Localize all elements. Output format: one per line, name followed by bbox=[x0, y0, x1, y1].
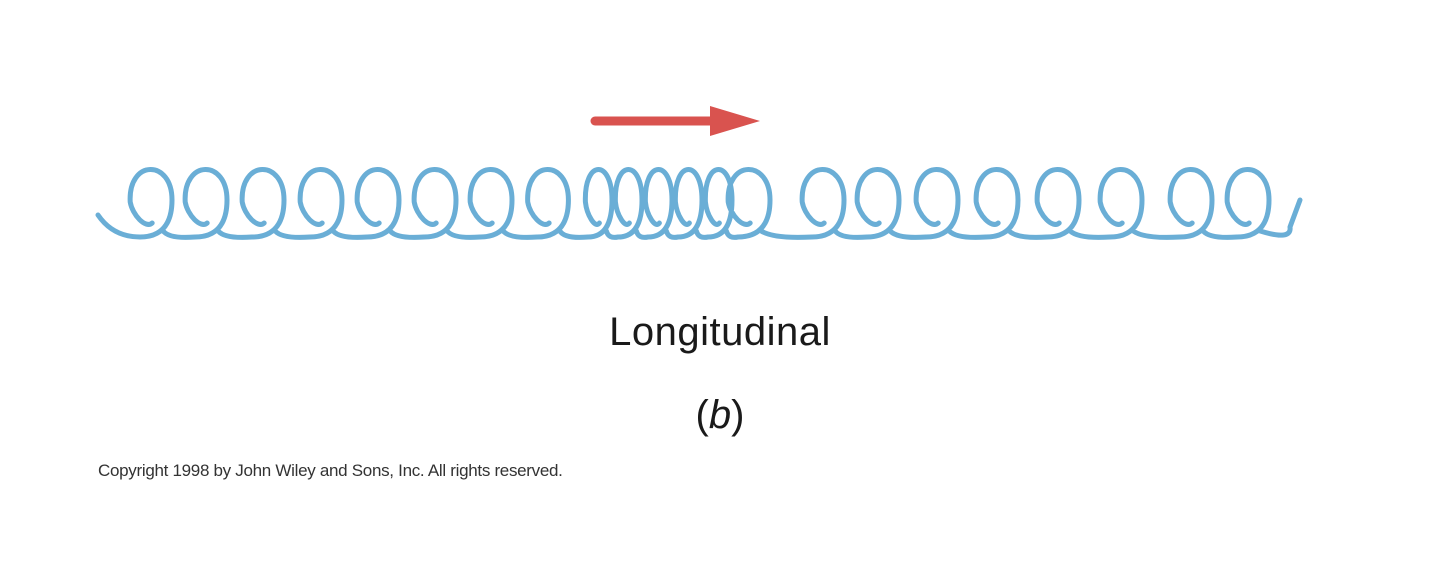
spring-coil bbox=[95, 167, 1303, 240]
propagation-arrow-icon bbox=[590, 106, 760, 136]
panel-label: (b) bbox=[0, 393, 1440, 438]
copyright-notice: Copyright 1998 by John Wiley and Sons, I… bbox=[98, 461, 563, 480]
panel-letter: b bbox=[708, 393, 732, 437]
paren-open: ( bbox=[695, 393, 709, 437]
paren-close: ) bbox=[731, 393, 745, 437]
wave-type-label: Longitudinal bbox=[609, 310, 831, 354]
